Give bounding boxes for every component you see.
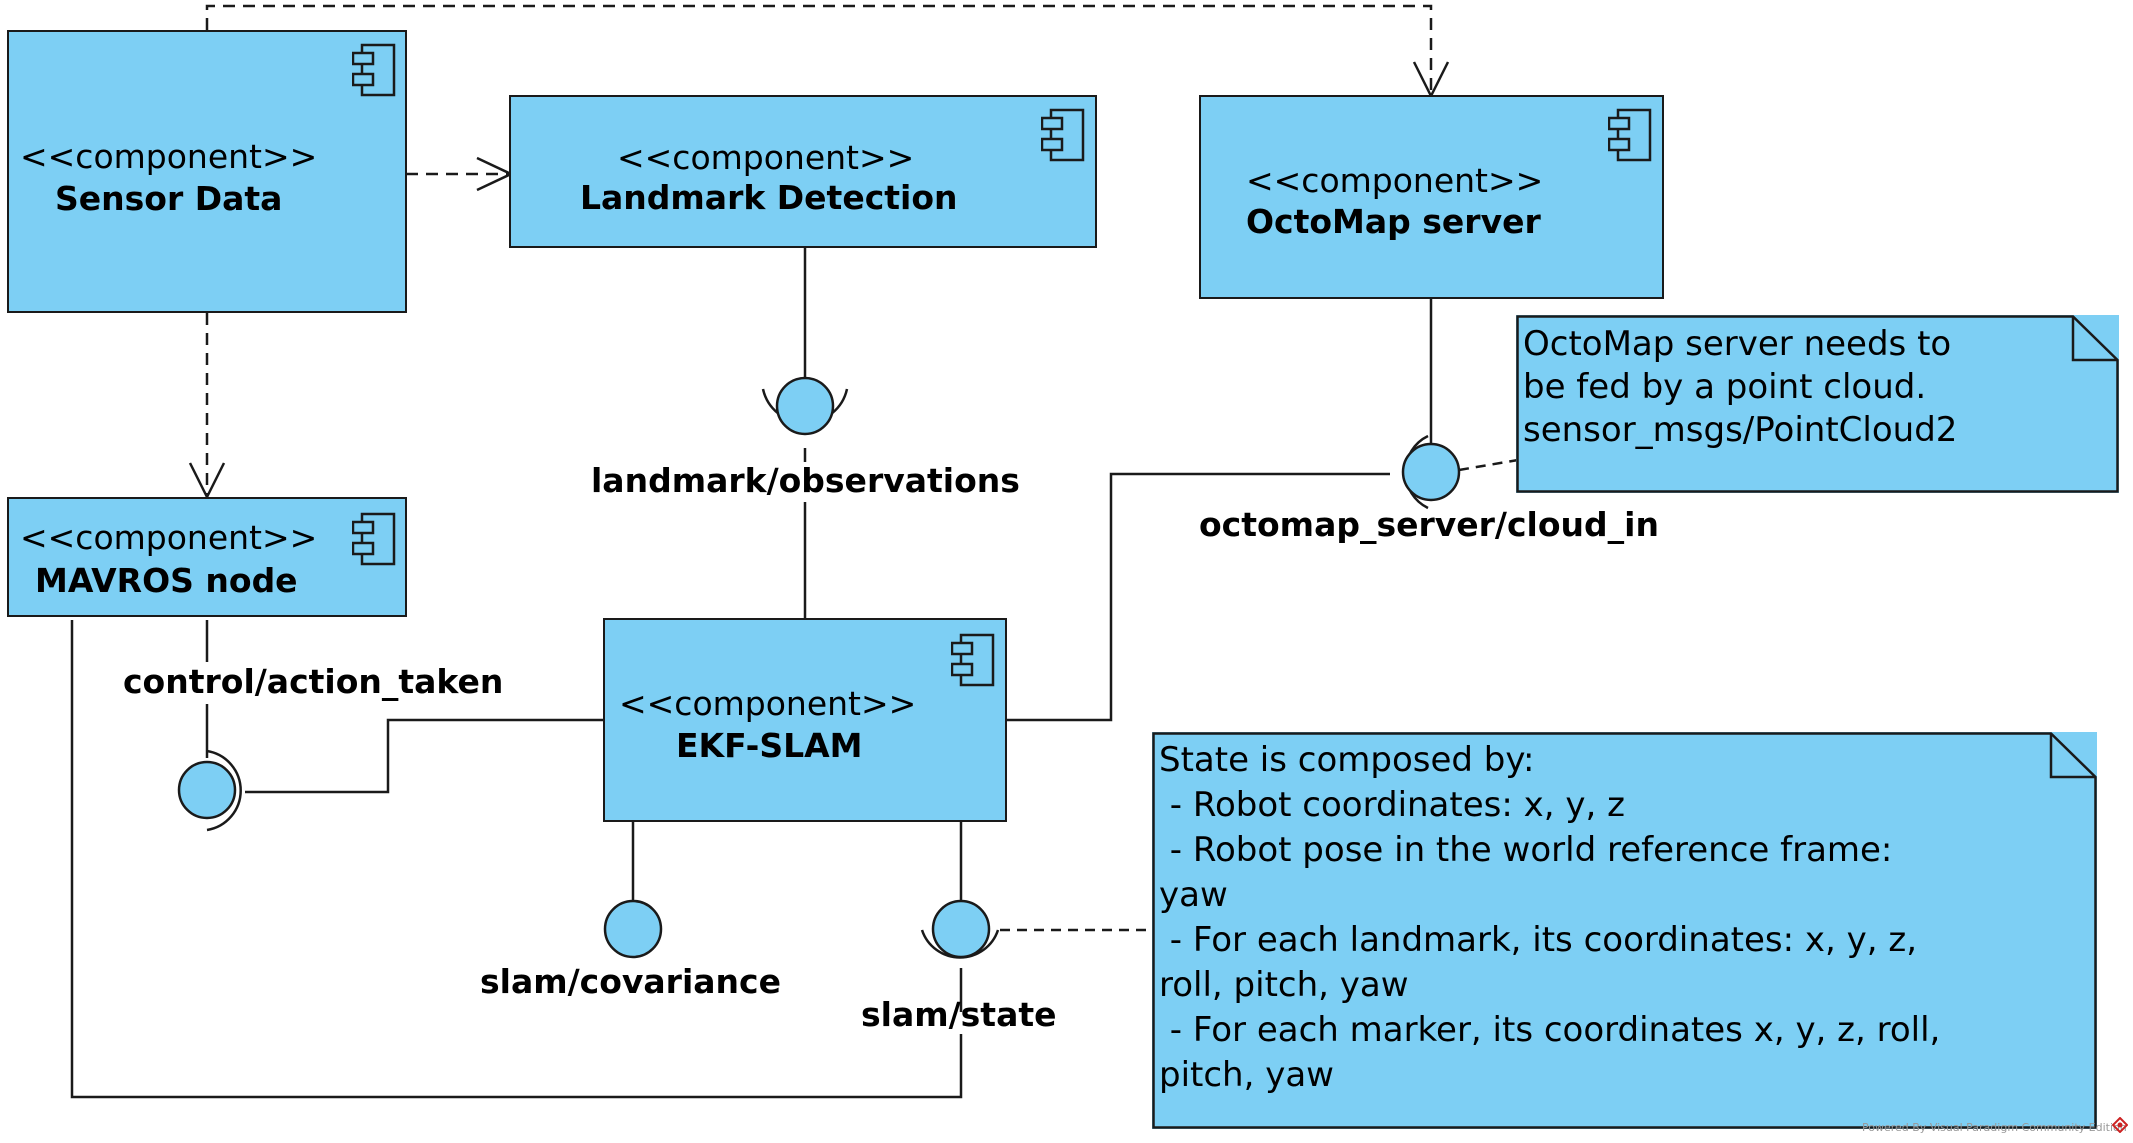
component-icon xyxy=(352,43,396,97)
note-text: OctoMap server needs to be fed by a poin… xyxy=(1523,324,1958,450)
component-octomap-server[interactable]: <<component>> OctoMap server xyxy=(1199,95,1664,299)
interface-slam-covariance-lollipop xyxy=(603,899,663,959)
component-icon xyxy=(951,633,995,687)
component-icon xyxy=(1041,108,1085,162)
visual-paradigm-logo-icon xyxy=(2112,1117,2128,1133)
component-name: EKF-SLAM xyxy=(676,726,863,765)
watermark-text: Powered By Visual Paradigm Community Edi… xyxy=(1862,1121,2127,1134)
component-name: Landmark Detection xyxy=(580,178,958,217)
interface-octomap-cloud-in-lollipop xyxy=(1401,442,1461,502)
component-stereotype: <<component>> xyxy=(617,138,915,177)
anchor-octomap-note xyxy=(1458,458,1519,472)
interface-label-octomap-cloud-in: octomap_server/cloud_in xyxy=(1199,505,1659,544)
component-name: Sensor Data xyxy=(55,179,283,218)
note-shape xyxy=(1516,315,2119,493)
component-stereotype: <<component>> xyxy=(619,684,917,723)
socket-control xyxy=(206,749,242,832)
dependency-sensor-to-octomap xyxy=(205,4,1433,96)
note-state-composition[interactable]: State is composed by: - Robot coordinate… xyxy=(1152,732,2097,1129)
component-stereotype: <<component>> xyxy=(20,518,318,557)
component-stereotype: <<component>> xyxy=(1246,161,1544,200)
component-icon xyxy=(352,512,396,566)
note-text: State is composed by: - Robot coordinate… xyxy=(1159,740,1941,1095)
component-name: MAVROS node xyxy=(35,561,298,600)
interface-label-control-action-taken: control/action_taken xyxy=(123,662,504,701)
connector-state-to-mavros-2 xyxy=(70,620,963,1099)
interface-label-slam-state: slam/state xyxy=(861,995,1057,1034)
component-ekf-slam[interactable]: <<component>> EKF-SLAM xyxy=(603,618,1007,822)
component-name: OctoMap server xyxy=(1246,202,1541,241)
note-shape xyxy=(1152,732,2097,1129)
interface-label-slam-covariance: slam/covariance xyxy=(480,962,781,1001)
component-mavros-node[interactable]: <<component>> MAVROS node xyxy=(7,497,407,617)
connector-control-to-ekf xyxy=(245,718,604,794)
interface-slam-state-lollipop xyxy=(931,899,991,959)
connector-ekf-to-octomap xyxy=(1006,472,1390,722)
component-sensor-data[interactable]: <<component>> Sensor Data xyxy=(7,30,407,313)
interface-label-landmark-observations: landmark/observations xyxy=(591,461,1020,500)
component-stereotype: <<component>> xyxy=(20,137,318,176)
note-octomap-point-cloud[interactable]: OctoMap server needs to be fed by a poin… xyxy=(1516,315,2119,493)
component-landmark-detection[interactable]: <<component>> Landmark Detection xyxy=(509,95,1097,248)
interface-control-lollipop xyxy=(177,760,237,820)
component-icon xyxy=(1608,108,1652,162)
interface-landmark-observations-lollipop xyxy=(775,376,835,436)
